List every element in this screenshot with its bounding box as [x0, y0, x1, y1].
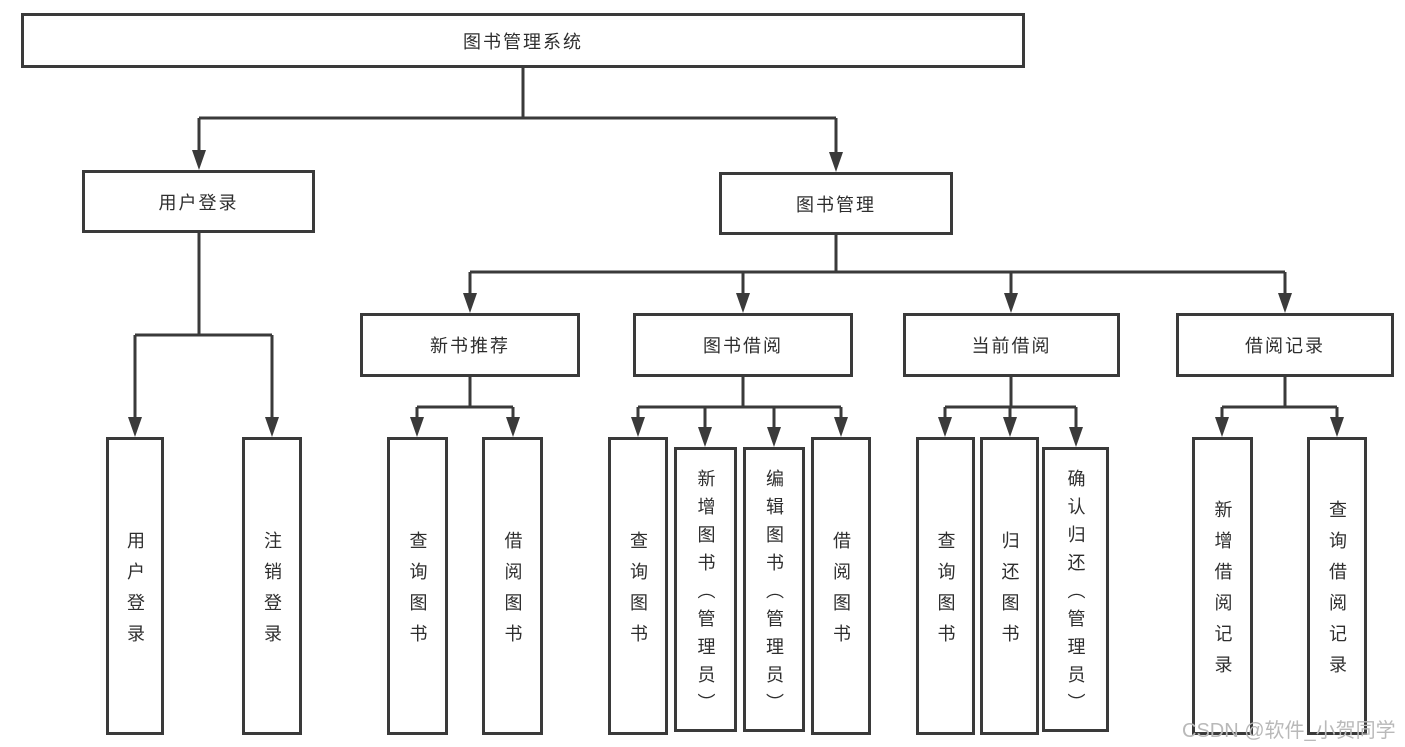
- arrow-icon: [1069, 427, 1083, 447]
- node-book-mgmt-label: 图书管理: [796, 194, 876, 215]
- node-current-borrow-label: 当前借阅: [971, 336, 1052, 356]
- watermark: CSDN @软件_小贺同学: [1182, 720, 1396, 742]
- arrow-icon: [192, 150, 206, 170]
- arrow-icon: [1278, 293, 1292, 313]
- node-new-book-rec: 新书推荐: [360, 313, 580, 377]
- connector-current-borrow: [943, 377, 1078, 431]
- node-root-label: 图书管理系统: [463, 31, 583, 52]
- node-borrow-record-label: 借阅记录: [1245, 336, 1325, 356]
- leaf-borrow-book-borrow-label: 借阅图书: [831, 530, 851, 655]
- leaf-logout-login-label: 注销登录: [262, 530, 282, 655]
- connector-book-mgmt: [468, 235, 1287, 297]
- leaf-borrow-book-rec: 借阅图书: [482, 437, 543, 735]
- leaf-user-login: 用户登录: [106, 437, 164, 735]
- leaf-return-book-label: 归还图书: [999, 530, 1020, 655]
- arrow-icon: [834, 417, 848, 437]
- leaf-add-borrow-record: 新增借阅记录: [1192, 437, 1253, 735]
- arrow-icon: [1215, 417, 1229, 437]
- leaf-edit-book-admin-label: 编辑图书（管理员）: [764, 468, 784, 721]
- connector-user-login: [133, 233, 274, 421]
- node-root: 图书管理系统: [21, 13, 1025, 68]
- leaf-query-borrow-record-label: 查询借阅记录: [1327, 499, 1347, 686]
- leaf-query-borrow-record: 查询借阅记录: [1307, 437, 1367, 735]
- node-book-mgmt: 图书管理: [719, 172, 953, 235]
- arrow-icon: [631, 417, 645, 437]
- leaf-confirm-return-admin: 确认归还（管理员）: [1042, 447, 1109, 732]
- leaf-confirm-return-admin-label: 确认归还（管理员）: [1065, 468, 1086, 721]
- node-book-borrow: 图书借阅: [633, 313, 853, 377]
- node-user-login: 用户登录: [82, 170, 315, 233]
- node-new-book-rec-label: 新书推荐: [430, 336, 510, 356]
- leaf-logout-login: 注销登录: [242, 437, 302, 735]
- leaf-borrow-book-rec-label: 借阅图书: [502, 530, 523, 655]
- leaf-user-login-label: 用户登录: [125, 530, 145, 655]
- arrow-icon: [938, 417, 952, 437]
- arrow-icon: [1003, 417, 1017, 437]
- node-user-login-label: 用户登录: [158, 192, 239, 213]
- leaf-query-book-borrow: 查询图书: [608, 437, 668, 735]
- arrow-icon: [506, 417, 520, 437]
- arrow-icon: [463, 293, 477, 313]
- leaf-add-borrow-record-label: 新增借阅记录: [1212, 499, 1233, 686]
- arrow-icon: [829, 152, 843, 172]
- arrowheads: [128, 150, 1344, 447]
- arrow-icon: [736, 293, 750, 313]
- leaf-query-book-rec: 查询图书: [387, 437, 448, 735]
- leaf-query-book-current: 查询图书: [916, 437, 975, 735]
- leaf-edit-book-admin: 编辑图书（管理员）: [743, 447, 805, 732]
- arrow-icon: [128, 417, 142, 437]
- leaf-query-book-borrow-label: 查询图书: [628, 530, 648, 655]
- arrow-icon: [767, 427, 781, 447]
- arrow-icon: [265, 417, 279, 437]
- node-current-borrow: 当前借阅: [903, 313, 1120, 377]
- leaf-query-book-current-label: 查询图书: [935, 530, 956, 655]
- connector-borrow-record: [1220, 377, 1339, 421]
- leaf-add-book-admin-label: 新增图书（管理员）: [695, 468, 716, 721]
- leaf-borrow-book-borrow: 借阅图书: [811, 437, 871, 735]
- connector-root: [197, 68, 838, 156]
- connector-book-borrow: [636, 377, 843, 431]
- node-borrow-record: 借阅记录: [1176, 313, 1394, 377]
- arrow-icon: [410, 417, 424, 437]
- leaf-add-book-admin: 新增图书（管理员）: [674, 447, 737, 732]
- arrow-icon: [698, 427, 712, 447]
- arrow-icon: [1330, 417, 1344, 437]
- leaf-query-book-rec-label: 查询图书: [407, 530, 428, 655]
- arrow-icon: [1004, 293, 1018, 313]
- node-book-borrow-label: 图书借阅: [703, 336, 783, 356]
- connector-new-book-rec: [415, 377, 515, 421]
- leaf-return-book: 归还图书: [980, 437, 1039, 735]
